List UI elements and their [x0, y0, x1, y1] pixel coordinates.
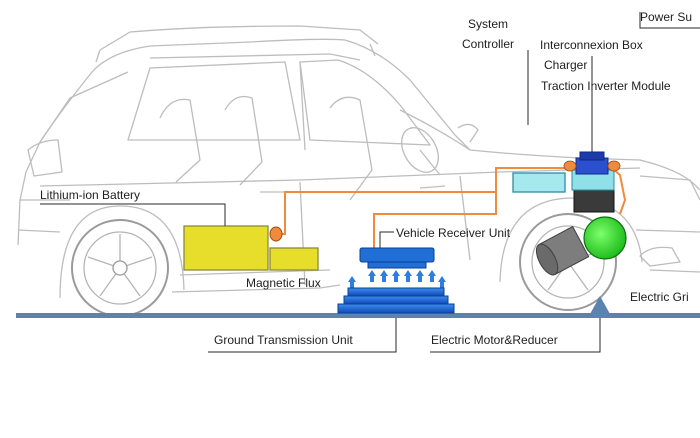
label-traction-inverter: Traction Inverter Module [541, 79, 671, 93]
vehicle-receiver-unit [359, 247, 435, 269]
lithium-battery-pack [183, 225, 319, 271]
label-lithium-battery: Lithium-ion Battery [40, 188, 141, 202]
magnetic-flux-arrows [348, 270, 446, 288]
power-electronics-stack [563, 151, 621, 213]
label-system-controller: System Controller [462, 17, 515, 51]
label-ground-transmission: Ground Transmission Unit [214, 333, 353, 347]
ground-line [16, 313, 700, 318]
label-interconnexion-box: Interconnexion Box [540, 38, 643, 52]
label-electric-motor-reducer: Electric Motor&Reducer [431, 333, 558, 347]
electric-motor-reducer [535, 216, 627, 276]
label-charger: Charger [544, 58, 588, 72]
grid-connector [590, 296, 610, 314]
system-controller-box [512, 172, 566, 193]
label-vehicle-receiver: Vehicle Receiver Unit [396, 226, 511, 240]
rear-wheel [71, 219, 169, 317]
label-magnetic-flux: Magnetic Flux [246, 276, 321, 290]
power-cables [272, 167, 627, 248]
leader-lines [40, 12, 700, 353]
label-power-supply: Power Su [640, 10, 693, 24]
label-electric-grid: Electric Gri [630, 290, 689, 304]
ground-transmission-unit [337, 287, 455, 314]
